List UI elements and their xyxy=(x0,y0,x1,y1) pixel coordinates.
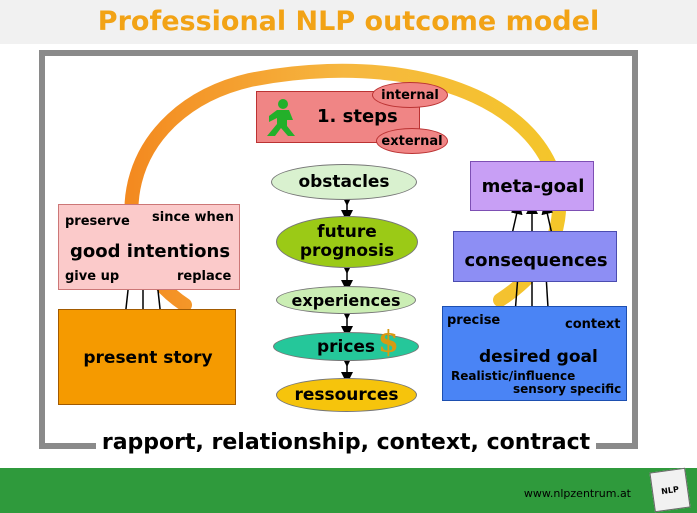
walking-figure-icon xyxy=(263,98,299,142)
since-when-label: since when xyxy=(152,210,234,225)
prices-ellipse: prices xyxy=(273,332,419,361)
steps-label: 1. steps xyxy=(317,106,398,127)
experiences-ellipse: experiences xyxy=(276,286,416,314)
external-bubble: external xyxy=(376,128,448,154)
desired-goal-box: precise context desired goal Realistic/i… xyxy=(442,306,627,401)
page-title: Professional NLP outcome model xyxy=(0,0,697,44)
meta-goal-label: meta-goal xyxy=(481,176,585,197)
replace-label: replace xyxy=(177,269,232,284)
future-prognosis-ellipse: future prognosis xyxy=(276,216,418,268)
logo-label: NLP xyxy=(660,484,680,497)
give-up-label: give up xyxy=(65,269,120,284)
nlp-logo: NLP xyxy=(649,467,691,513)
precise-label: precise xyxy=(447,313,501,328)
preserve-label: preserve xyxy=(65,214,130,229)
ressources-ellipse: ressources xyxy=(276,378,417,412)
good-intentions-label: good intentions xyxy=(70,241,231,262)
footer-bar xyxy=(0,468,697,513)
obstacles-ellipse: obstacles xyxy=(271,164,417,200)
sensory-label: sensory specific xyxy=(513,382,622,396)
prices-label: prices xyxy=(316,336,376,357)
present-story-box: present story xyxy=(58,309,236,405)
present-story-label: present story xyxy=(83,348,213,368)
realistic-label: Realistic/influence xyxy=(451,369,576,383)
consequences-box: consequences xyxy=(453,231,617,282)
bottom-caption: rapport, relationship, context, contract xyxy=(96,425,596,461)
good-intentions-box: preserve since when good intentions give… xyxy=(58,204,240,290)
desired-goal-label: desired goal xyxy=(479,347,598,367)
internal-bubble: internal xyxy=(372,82,448,108)
dollar-icon: $ xyxy=(378,325,399,360)
context-label: context xyxy=(565,317,621,332)
consequences-label: consequences xyxy=(464,250,608,271)
meta-goal-box: meta-goal xyxy=(470,161,594,211)
footer-url: www.nlpzentrum.at xyxy=(523,487,631,500)
